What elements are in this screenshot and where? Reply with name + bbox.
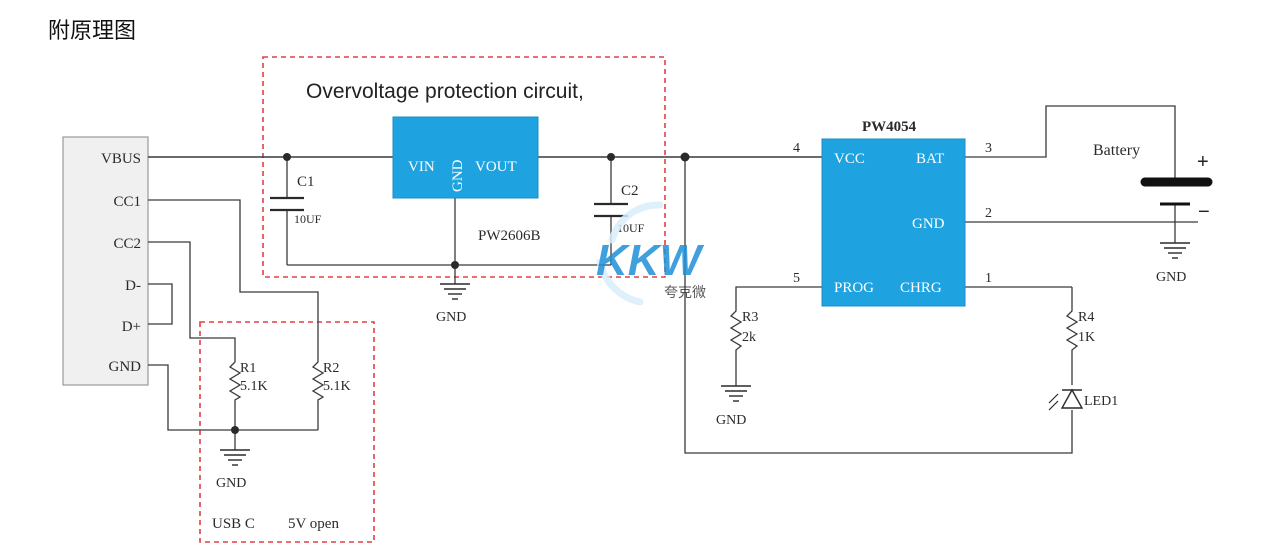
pin-number-prog: 5: [793, 271, 800, 286]
battery-plus: +: [1197, 151, 1209, 173]
c2-ref: C2: [621, 183, 639, 199]
ground-symbol-battery: GND: [1156, 242, 1190, 285]
battery-symbol: Battery + −: [1093, 142, 1213, 223]
watermark-logo: KKW 夸克微: [596, 201, 706, 306]
r2-ref: R2: [323, 361, 339, 376]
wires: [148, 105, 1198, 454]
led-symbol: LED1: [1048, 388, 1118, 411]
charger-part-label: PW4054: [862, 119, 917, 135]
ground-symbol-prog: GND: [716, 385, 751, 428]
regulator-part-label: PW2606B: [478, 228, 541, 244]
r3-ref: R3: [742, 310, 758, 325]
charger-vcc-label: VCC: [834, 151, 865, 167]
ovp-label: Overvoltage protection circuit,: [306, 80, 584, 103]
resistor-r1: R1 5.1K: [228, 356, 268, 405]
capacitor-c1: C1 10UF: [270, 174, 322, 226]
charger-chip: VCC BAT GND PROG CHRG: [821, 138, 966, 307]
pin-vbus-label: VBUS: [101, 151, 141, 167]
watermark-text: 夸克微: [664, 285, 706, 301]
led-ref: LED1: [1084, 394, 1118, 409]
charger-bat-label: BAT: [916, 151, 944, 167]
regulator-gnd-label: GND: [450, 159, 466, 192]
r1-ref: R1: [240, 361, 256, 376]
resistor-r2: R2 5.1K: [311, 356, 351, 405]
usbc-label: USB C: [212, 516, 255, 532]
usb-connector: VBUS CC1 CC2 D- D+ GND: [62, 136, 149, 386]
page-title: 附原理图: [48, 19, 136, 44]
gnd-label-regulator: GND: [436, 310, 466, 325]
regulator-vout-label: VOUT: [475, 159, 517, 175]
charger-prog-label: PROG: [834, 280, 874, 296]
junction-dots: [231, 152, 690, 434]
pin-number-vcc: 4: [793, 141, 800, 156]
pin-cc2-label: CC2: [113, 236, 141, 252]
battery-label: Battery: [1093, 142, 1140, 159]
usbc-dashed-box: [199, 321, 375, 543]
gnd-label-prog: GND: [716, 413, 746, 428]
usbc-5v-open-label: 5V open: [288, 516, 339, 532]
pin-number-bat: 3: [985, 141, 992, 156]
ground-symbol-usbc: GND: [216, 449, 250, 491]
pin-dplus-label: D+: [122, 319, 141, 335]
resistor-r4: R4 1K: [1065, 305, 1095, 355]
charger-chrg-label: CHRG: [900, 280, 942, 296]
c1-ref: C1: [297, 174, 315, 190]
r3-value: 2k: [742, 330, 756, 345]
battery-minus: −: [1198, 201, 1210, 223]
gnd-label-usbc: GND: [216, 476, 246, 491]
capacitor-c2: C2 10UF: [594, 183, 645, 235]
r1-value: 5.1K: [240, 379, 268, 394]
watermark-kkw: KKW: [596, 236, 705, 285]
gnd-label-battery: GND: [1156, 270, 1186, 285]
regulator-chip: VIN VOUT GND: [392, 116, 539, 199]
ovp-dashed-box: [262, 56, 666, 278]
r2-value: 5.1K: [323, 379, 351, 394]
r4-value: 1K: [1078, 330, 1095, 345]
pin-number-gnd: 2: [985, 206, 992, 221]
pin-number-chrg: 1: [985, 271, 992, 286]
r4-ref: R4: [1078, 310, 1094, 325]
ground-symbol-regulator: GND: [436, 283, 470, 325]
regulator-vin-label: VIN: [408, 159, 435, 175]
pin-gnd-label: GND: [109, 359, 142, 375]
c1-value: 10UF: [294, 212, 322, 226]
charger-gnd-label: GND: [912, 216, 945, 232]
resistor-r3: R3 2k: [729, 305, 758, 355]
pin-dminus-label: D-: [125, 278, 141, 294]
pin-cc1-label: CC1: [113, 194, 141, 210]
